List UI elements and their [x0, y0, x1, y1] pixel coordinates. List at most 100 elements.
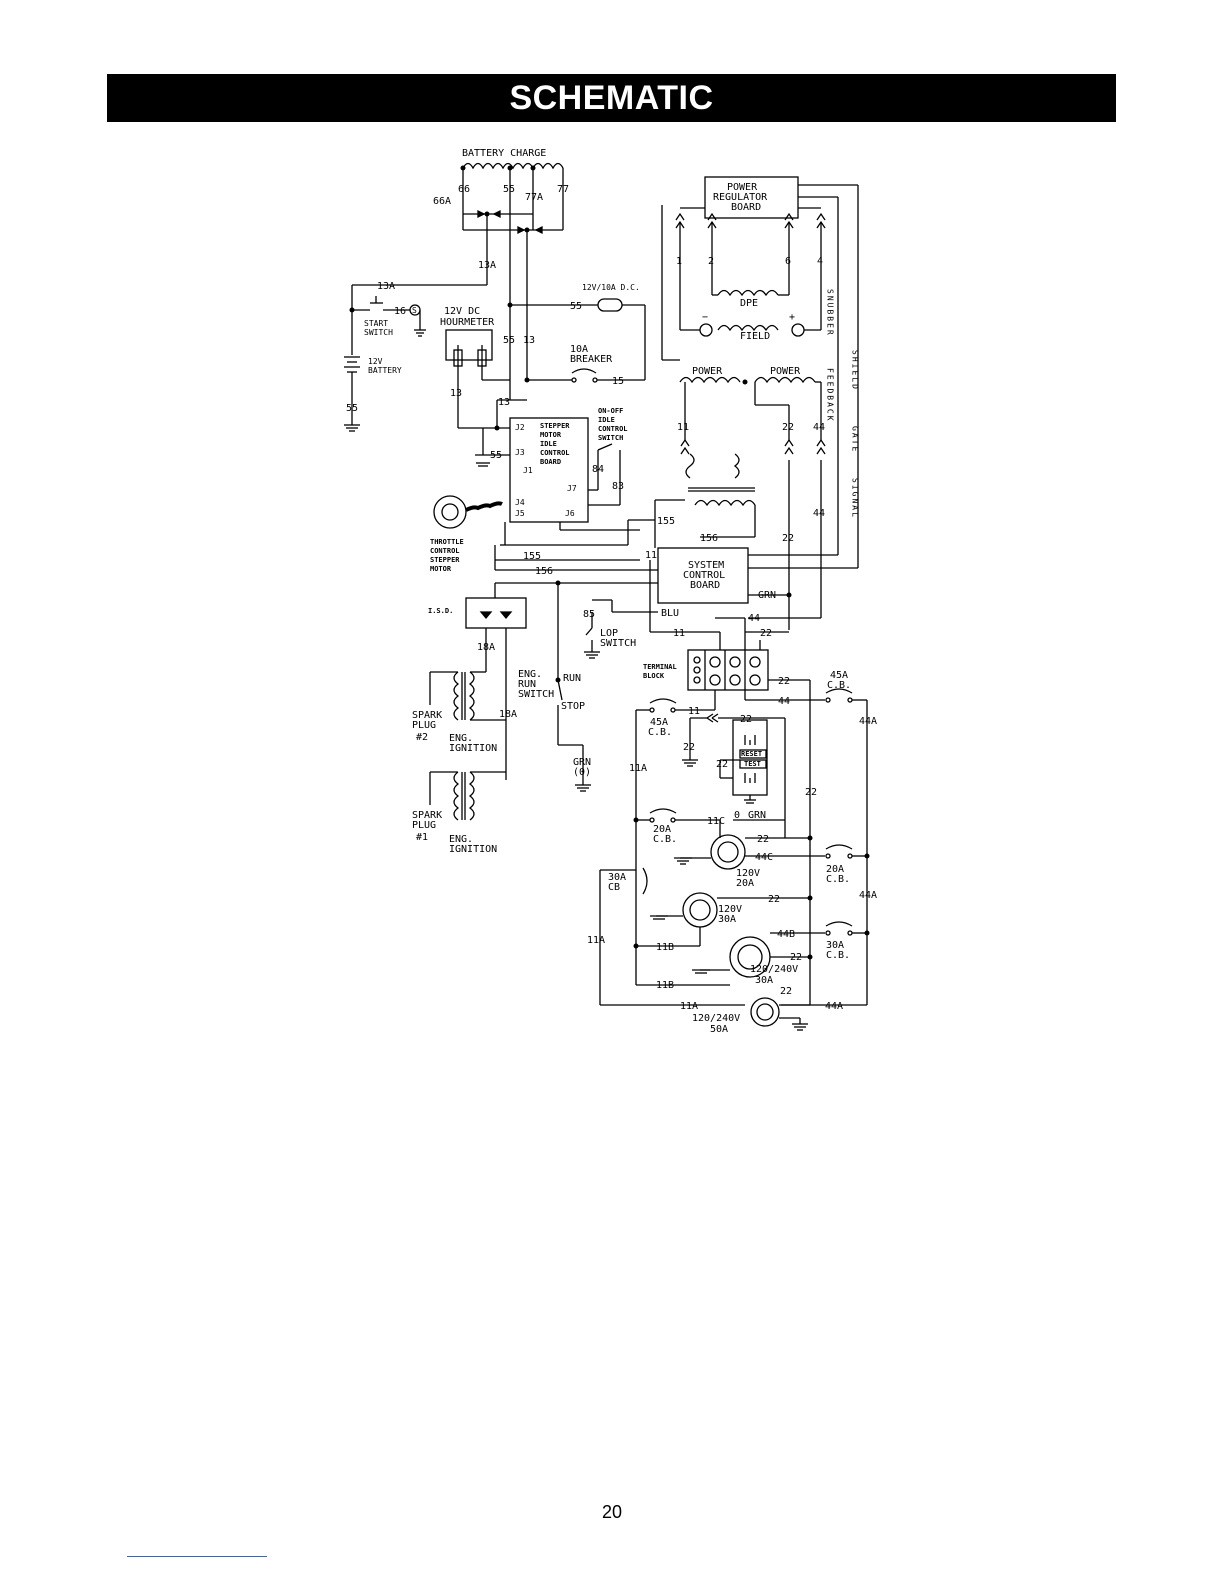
page-number: 20 — [601, 1502, 623, 1522]
label-eng-run-switch: SWITCH — [518, 689, 554, 700]
label-throttle-motor: CONTROL — [430, 547, 460, 555]
gfci-test-button[interactable]: TEST — [744, 760, 761, 768]
label-terminal-block: BLOCK — [643, 672, 665, 680]
polarity-label: + — [789, 312, 795, 323]
wire-label: 22 — [683, 742, 695, 753]
wire-color-label: GRN — [748, 810, 766, 821]
wire-label: 22 — [782, 533, 794, 544]
label-throttle-motor: STEPPER — [430, 556, 460, 564]
wire-label: 22 — [740, 714, 752, 725]
connector-label: J1 — [523, 466, 533, 475]
label-spark-plug-2: SPARK — [412, 710, 442, 721]
connector-label: J5 — [515, 509, 525, 518]
label-receptacle: 120/240V — [692, 1013, 740, 1024]
label-snubber: SNUBBER — [826, 289, 835, 337]
wire-label: 44 — [748, 613, 760, 624]
label-spark-plug-2: #2 — [416, 732, 428, 743]
connector-label: J6 — [565, 509, 575, 518]
label-cb-20a: 20A — [653, 824, 671, 835]
wire-label: 44B — [777, 929, 795, 940]
label-system-control-board: BOARD — [690, 580, 720, 591]
label-receptacle: 120V — [736, 868, 760, 879]
wire-label: 13A — [478, 260, 496, 271]
label-lop-switch: LOP — [600, 628, 618, 639]
label-throttle-motor: MOTOR — [430, 565, 452, 573]
label-spark-plug-1: #1 — [416, 832, 428, 843]
label-signal: SIGNAL — [851, 478, 860, 519]
wire-label: 22 — [760, 628, 772, 639]
label-shield: SHIELD — [851, 350, 860, 391]
wire-label: 13A — [377, 281, 395, 292]
label-eng-ignition: IGNITION — [449, 743, 497, 754]
wire-label: 77 — [557, 184, 569, 195]
wire-label: 22 — [716, 759, 728, 770]
wire-label: 11A — [587, 935, 605, 946]
label-power-regulator: POWER — [727, 182, 758, 193]
wire-label: 11C — [707, 816, 725, 827]
wire-label: 44A — [825, 1001, 843, 1012]
label-cb-20a: C.B. — [653, 834, 677, 845]
label-battery: BATTERY — [368, 366, 402, 375]
wire-label: 55 — [346, 403, 358, 414]
label-cb-30a: C.B. — [826, 950, 850, 961]
wire-label: 22 — [780, 986, 792, 997]
pin-label: 1 — [676, 256, 682, 267]
label-system-control-board: CONTROL — [683, 570, 725, 581]
wire-label: 44 — [813, 422, 825, 433]
label-cb-20a: 20A — [826, 864, 844, 875]
wire-label: 22 — [778, 676, 790, 687]
wire-color-label: (0) — [573, 767, 591, 778]
label-start-switch: SWITCH — [364, 328, 393, 337]
connector-label: J3 — [515, 448, 525, 457]
wire-label: 44A — [859, 890, 877, 901]
label-power-winding: POWER — [770, 366, 801, 377]
label-eng-ignition: IGNITION — [449, 844, 497, 855]
label-switch-s: S — [412, 306, 417, 315]
label-hourmeter: HOURMETER — [440, 317, 495, 328]
wire-label: 44 — [778, 696, 790, 707]
connector-label: J2 — [515, 423, 525, 432]
wire-label: 155 — [657, 516, 675, 527]
wire-label: 13 — [523, 335, 535, 346]
wire-label: 18A — [499, 709, 517, 720]
footer-link-underline[interactable] — [127, 1556, 267, 1557]
wire-label: 77A — [525, 192, 543, 203]
label-battery: 12V — [368, 357, 383, 366]
label-spark-plug-1: PLUG — [412, 820, 436, 831]
label-cb-45a: 45A — [830, 670, 848, 681]
label-eng-run-switch: RUN — [518, 679, 536, 690]
wire-label: 55 — [503, 184, 515, 195]
wire-label: 55 — [490, 450, 502, 461]
wire-label: 55 — [503, 335, 515, 346]
label-idle-switch: CONTROL — [598, 425, 628, 433]
wire-label: 156 — [700, 533, 718, 544]
wire-label: 11B — [656, 942, 674, 953]
label-feedback: FEEDBACK — [826, 368, 835, 423]
label-cb-45a: C.B. — [648, 727, 672, 738]
wire-label: 18A — [477, 642, 495, 653]
wire-label: 11 — [677, 422, 689, 433]
wire-label: 16 — [394, 306, 406, 317]
gfci-reset-button[interactable]: RESET — [741, 750, 762, 758]
wire-color-label: GRN — [573, 757, 591, 768]
wire-label: 15 — [612, 376, 624, 387]
label-spark-plug-2: PLUG — [412, 720, 436, 731]
label-spark-plug-1: SPARK — [412, 810, 442, 821]
label-cb-30a: 30A — [826, 940, 844, 951]
wire-label: 22 — [790, 952, 802, 963]
label-stepper-board: IDLE — [540, 440, 557, 448]
header-bar: SCHEMATIC — [107, 74, 1116, 122]
label-cb-30a: 30A — [608, 872, 626, 883]
connector-label: J7 — [567, 484, 577, 493]
label-cb-20a: C.B. — [826, 874, 850, 885]
label-receptacle: 120V — [718, 904, 742, 915]
label-breaker: 10A — [570, 344, 588, 355]
label-battery-charge: BATTERY CHARGE — [462, 148, 546, 159]
label-hourmeter: 12V DC — [444, 306, 480, 317]
wire-label: 13 — [450, 388, 462, 399]
label-power-regulator: BOARD — [731, 202, 761, 213]
label-idle-switch: SWITCH — [598, 434, 623, 442]
wire-color-label: BLU — [661, 608, 679, 619]
wire-label: 13 — [498, 397, 510, 408]
label-eng-ignition: ENG. — [449, 733, 473, 744]
